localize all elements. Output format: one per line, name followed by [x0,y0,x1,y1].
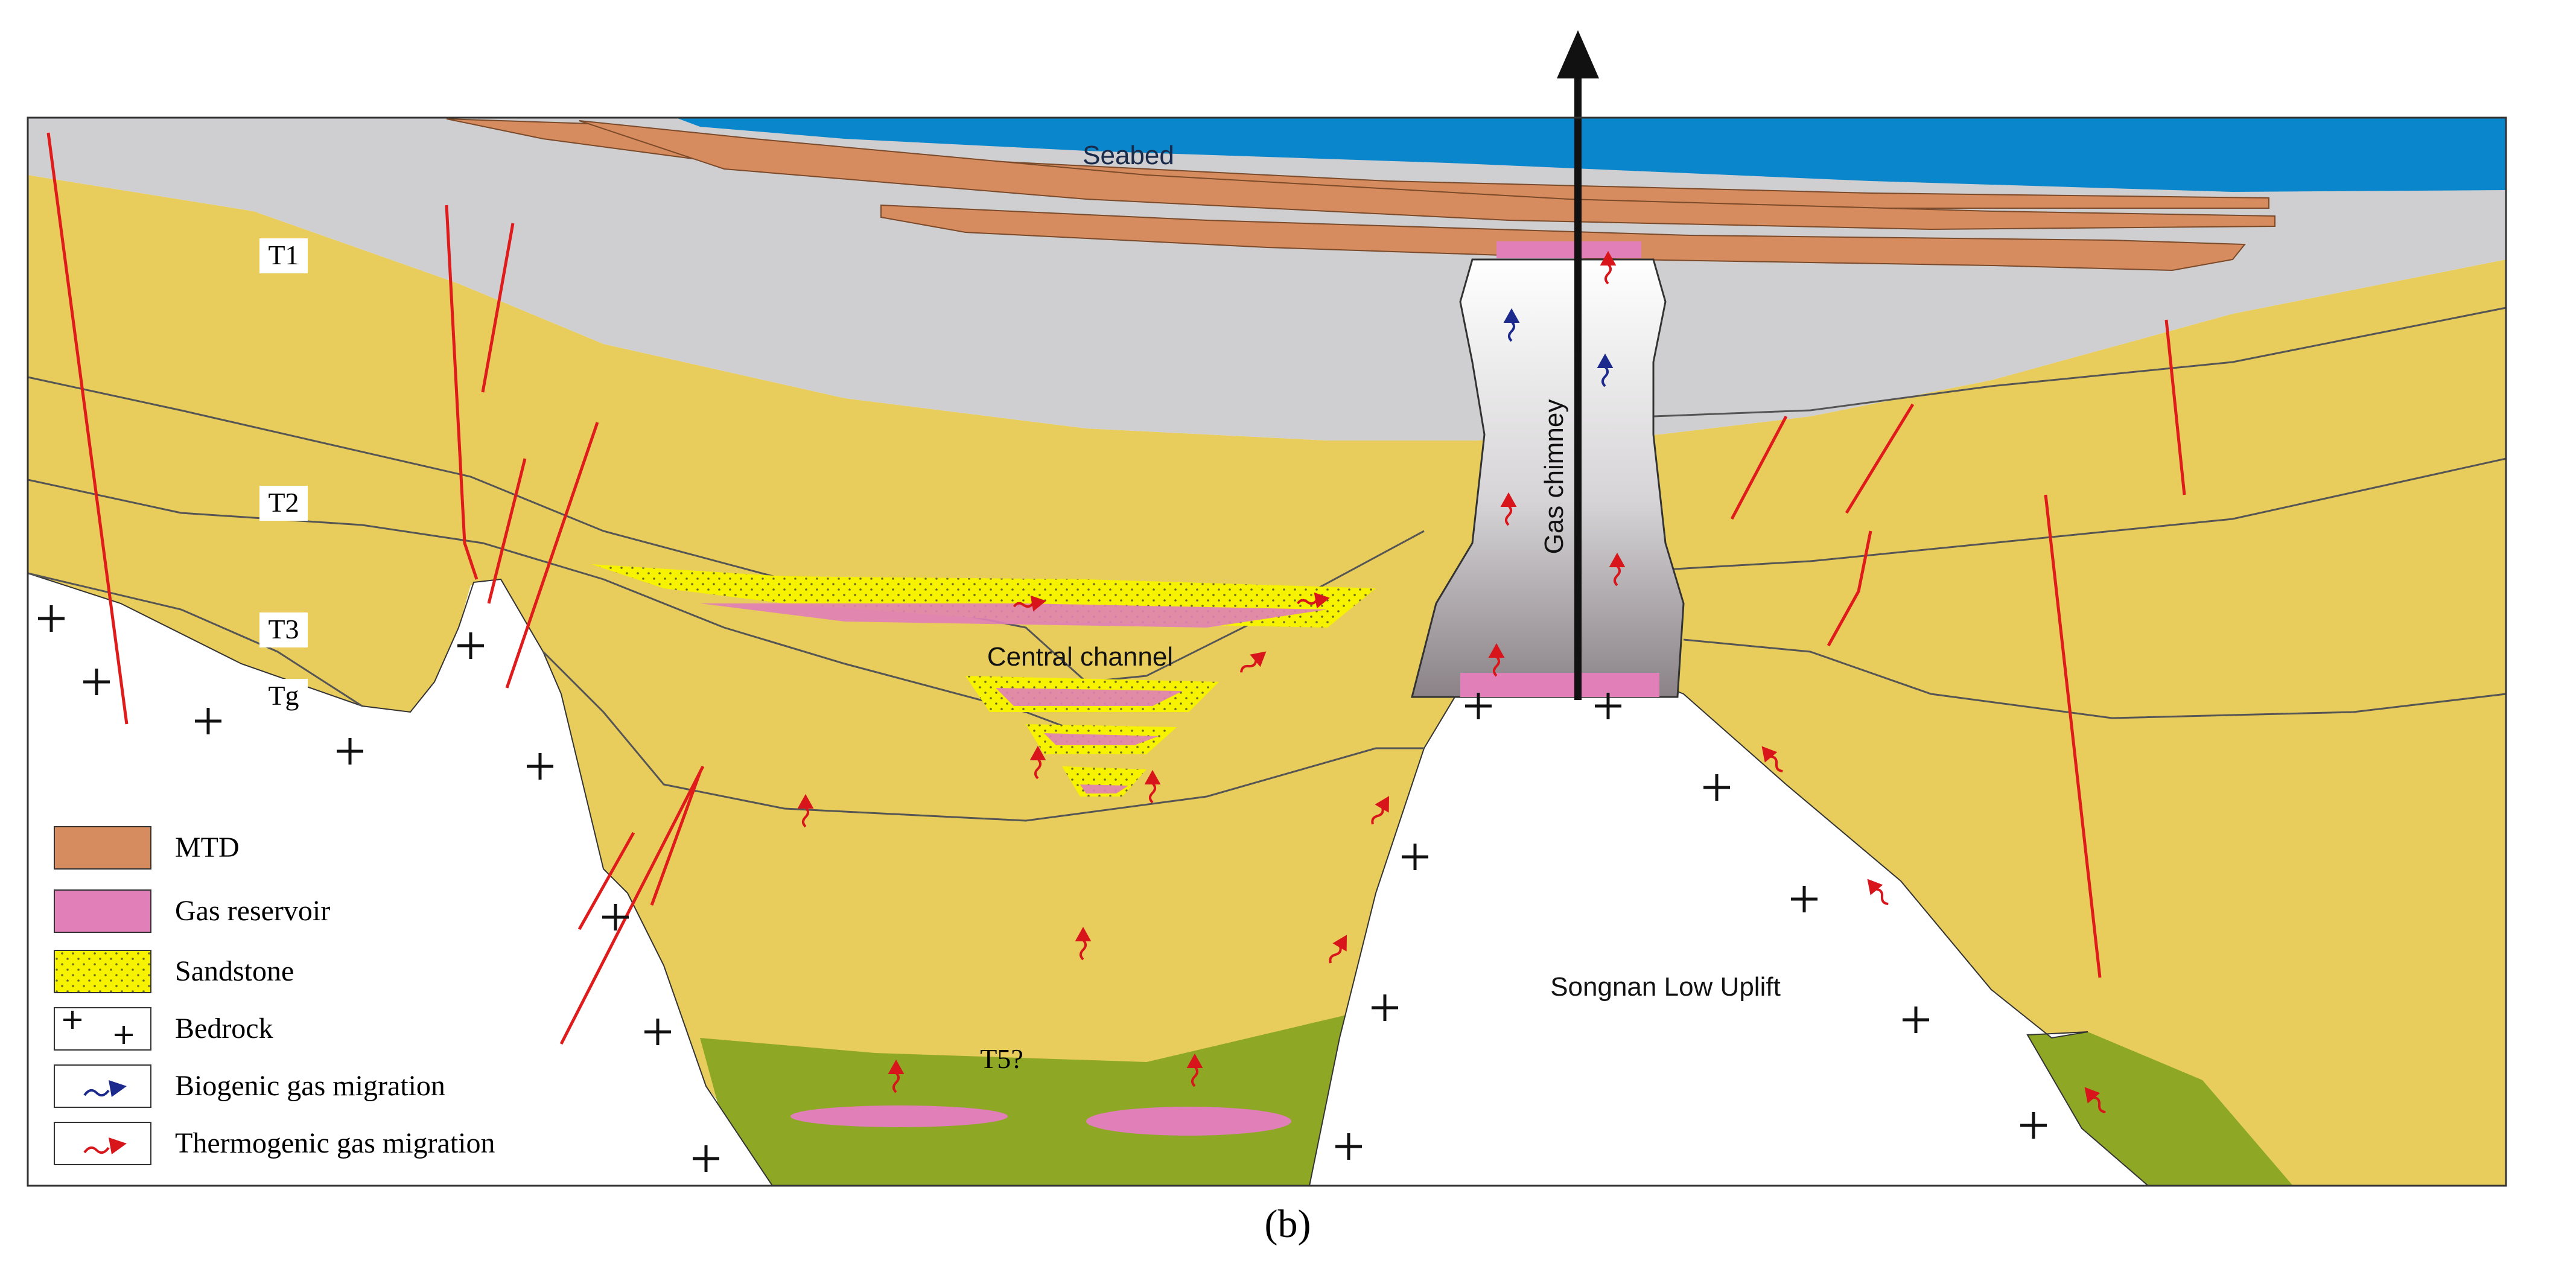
legend-label-bedrock: Bedrock [175,1013,273,1045]
frame-outline [27,116,2507,1187]
legend-label-thermogenic: Thermogenic gas migration [175,1127,495,1159]
central-channel-label: Central channel [987,642,1173,672]
legend-label-biogenic: Biogenic gas migration [175,1070,445,1102]
central-channel [591,564,1376,797]
deep-gas-reservoirs [790,1105,1291,1136]
uplift-label: Songnan Low Uplift [1550,972,1781,1002]
horizon-label-t3: T3 [268,614,299,644]
seabed-label: Seabed [1083,141,1174,170]
biogenic-arrows [1503,308,1614,387]
yellow-strata [28,175,2506,1186]
panel-label: (b) [1265,1202,1311,1246]
legend-item-mtd: MTD [54,826,240,870]
seawater [676,118,2506,192]
horizon-lines [27,307,2507,822]
legend-item-sandstone: Sandstone [54,950,294,993]
legend-item-bedrock: Bedrock [54,1007,273,1051]
legend-item-gas-reservoir: Gas reservoir [54,889,330,933]
horizon-label-t2: T2 [268,487,299,518]
gas-chimney-label: Gas chimney [1539,399,1569,555]
gas-chimney [1411,241,1685,698]
vertical-arrow [1557,30,1599,700]
legend-label-sandstone: Sandstone [175,955,294,987]
green-strata-left [700,1014,1352,1186]
faults [46,132,2186,1045]
horizon-labels: T1 T2 T3 Tg T5? [259,238,1023,1074]
bedrock-uplift [1308,681,2150,1186]
legend-label-gas-reservoir: Gas reservoir [175,895,330,927]
legend-label-mtd: MTD [175,832,240,863]
thermogenic-arrows [797,250,2106,1113]
horizon-label-t5: T5? [980,1043,1023,1074]
mtd-bodies [446,118,2275,272]
bedrock-crosses [38,605,2047,1172]
legend-item-thermogenic: Thermogenic gas migration [54,1122,495,1165]
legend: MTD Gas reservoir Sandstone Bedrock Biog… [54,826,495,1165]
horizon-label-tg: Tg [268,680,299,711]
green-strata-right [2027,1032,2293,1186]
legend-item-biogenic: Biogenic gas migration [54,1064,445,1108]
horizon-label-t1: T1 [268,240,299,270]
